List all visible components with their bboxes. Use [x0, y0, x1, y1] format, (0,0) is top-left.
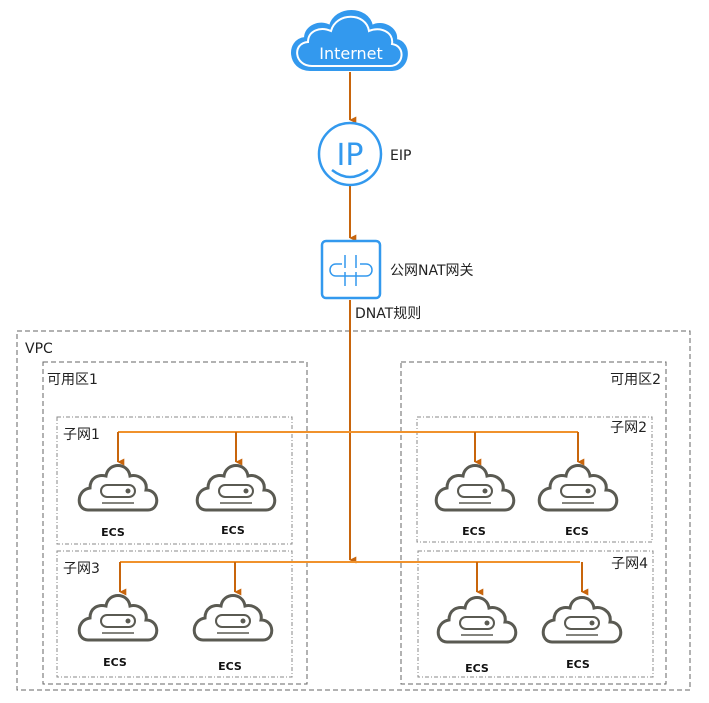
internet-label: Internet: [319, 44, 383, 63]
ecs-label: ECS: [462, 525, 486, 538]
ecs-icon: [77, 594, 159, 642]
nat-gateway-icon: [320, 239, 382, 300]
subnet-2-label: 子网2: [610, 420, 647, 436]
subnet-4-boundary: [417, 550, 654, 678]
ip-icon-text: IP: [337, 138, 364, 173]
nat-gateway-label: 公网NAT网关: [390, 263, 474, 279]
subnet-4-label: 子网4: [611, 556, 648, 572]
ecs-label: ECS: [218, 660, 242, 673]
ecs-label: ECS: [565, 525, 589, 538]
ecs-node: ECS: [77, 594, 159, 669]
zone-2-boundary: [400, 361, 667, 685]
zone-1-label: 可用区1: [47, 372, 98, 388]
zone-2-label: 可用区2: [610, 372, 661, 388]
ecs-icon: [537, 464, 619, 512]
ecs-icon: [195, 464, 277, 512]
subnet-2-boundary: [416, 416, 653, 543]
nat-gateway-node: 公网NAT网关 DNAT规则: [320, 239, 474, 322]
ecs-label: ECS: [101, 526, 125, 539]
subnet-1-label: 子网1: [63, 427, 100, 443]
subnet-1-boundary: [56, 416, 293, 545]
ecs-node: ECS: [192, 594, 274, 673]
ecs-label: ECS: [465, 662, 489, 675]
vpc-label: VPC: [25, 341, 53, 357]
eip-node: IP EIP: [317, 121, 411, 187]
vpc-boundary: [16, 330, 691, 691]
ecs-node: ECS: [195, 464, 277, 537]
ip-icon: [317, 121, 383, 187]
ecs-label: ECS: [566, 658, 590, 671]
ecs-label: ECS: [103, 656, 127, 669]
zone-1-boundary: [42, 361, 308, 685]
eip-label: EIP: [390, 148, 411, 164]
ecs-icon: [436, 596, 518, 644]
ecs-icon: [434, 464, 516, 512]
ecs-node: ECS: [537, 464, 619, 538]
ecs-node: ECS: [77, 464, 159, 539]
ecs-node: ECS: [436, 596, 518, 675]
ecs-icon: [541, 596, 623, 644]
cloud-icon: [291, 10, 408, 71]
dnat-rule-label: DNAT规则: [355, 306, 421, 322]
ecs-label: ECS: [221, 524, 245, 537]
ecs-icon: [77, 464, 159, 512]
subnet-3-label: 子网3: [63, 561, 100, 577]
subnet-3-boundary: [56, 550, 293, 678]
internet-node: Internet: [291, 10, 408, 71]
ecs-icon: [192, 594, 274, 642]
ecs-node: ECS: [541, 596, 623, 671]
ecs-node: ECS: [434, 464, 516, 538]
